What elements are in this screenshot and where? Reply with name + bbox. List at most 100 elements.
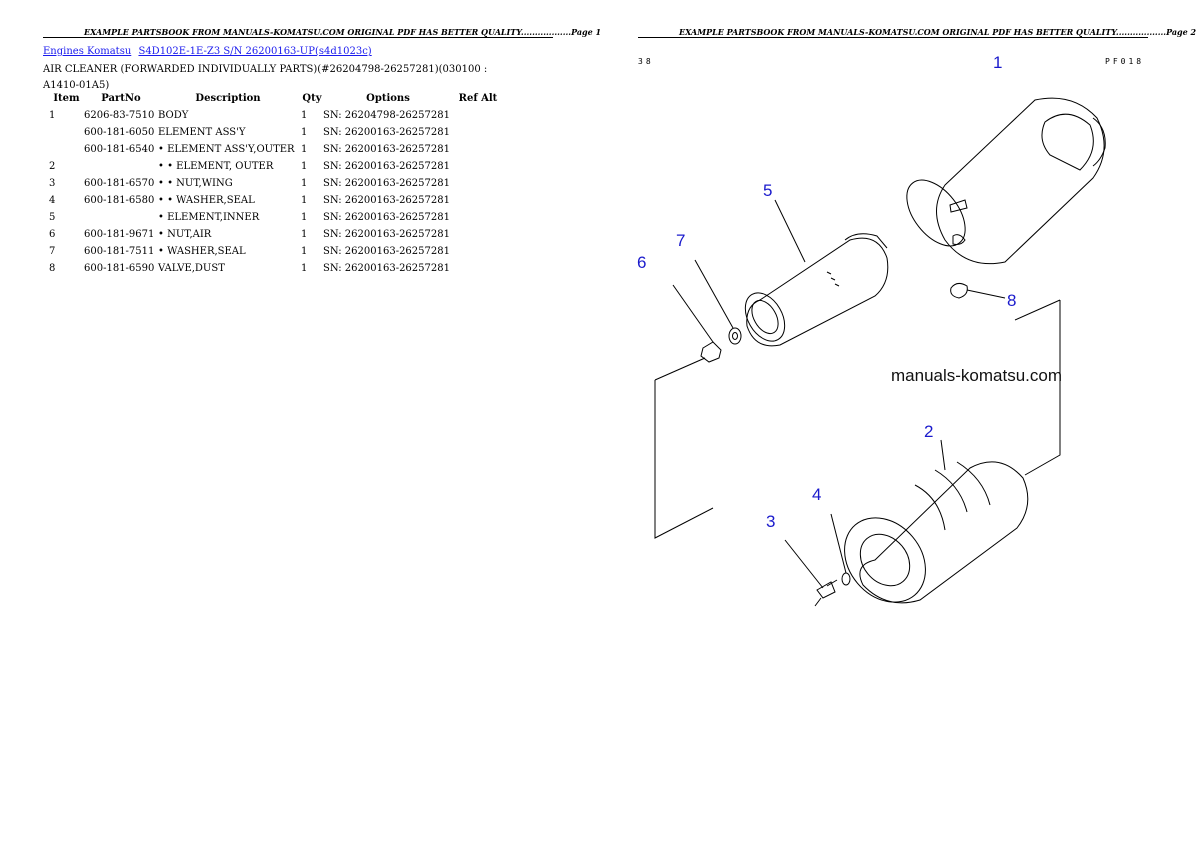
cell-item: 5 [49, 212, 56, 223]
cell-options: SN: 26200163-26257281 [323, 212, 450, 223]
cell-item: 6 [49, 229, 56, 240]
cell-ref-alt [453, 141, 503, 158]
cell-item: 2 [49, 161, 56, 172]
cell-item: 4 [49, 195, 56, 206]
cell-description: VALVE,DUST [158, 263, 225, 274]
cell-part-number [84, 209, 158, 226]
cell-part-number: 600-181-7511 [84, 246, 155, 257]
air-nut-drawing [672, 284, 722, 363]
watermark-text: manuals-komatsu.com [891, 366, 1062, 385]
cell-part-number: 600-181-6050 [84, 127, 155, 138]
breadcrumb: Engines Komatsu S4D102E-1E-Z3 S/N 262001… [43, 46, 376, 57]
table-row: 5 • ELEMENT,INNER 1 SN: 26200163-26257281 [43, 209, 503, 226]
callout-8: 8 [1007, 291, 1016, 310]
washer-seal-drawing [694, 259, 742, 345]
table-row: 3 600-181-6570• • NUT,WING 1 SN: 26200163-2… [43, 175, 503, 192]
cell-description: • ELEMENT,INNER [158, 212, 260, 223]
table-row: 2 • • ELEMENT, OUTER 1 SN: 26200163-2625728… [43, 158, 503, 175]
cell-description: • ELEMENT ASS'Y,OUTER [158, 144, 295, 155]
cell-quantity: 1 [301, 212, 308, 223]
cell-item [43, 124, 84, 141]
right-page: EXAMPLE PARTSBOOK FROM MANUALS-KOMATSU.C… [595, 0, 1196, 842]
wing-nut-drawing [784, 539, 838, 607]
leader-line [1024, 300, 1061, 476]
section-title: AIR CLEANER (FORWARDED INDIVIDUALLY PART… [43, 64, 488, 91]
sheet-number: 38 [638, 57, 654, 66]
page-banner: EXAMPLE PARTSBOOK FROM MANUALS-KOMATSU.C… [679, 27, 1196, 37]
callout-3: 3 [766, 512, 775, 531]
dust-valve-drawing [950, 282, 1006, 299]
cell-part-number: 600-181-9671 [84, 229, 155, 240]
cell-quantity: 1 [301, 161, 308, 172]
cell-description: BODY [158, 110, 189, 121]
exploded-parts-diagram: 1 2 3 4 5 6 7 8 manuals-komatsu.com [637, 53, 1106, 607]
cell-options: SN: 26200163-26257281 [323, 144, 450, 155]
cell-options: SN: 26200163-26257281 [323, 161, 450, 172]
cell-part-number: 600-181-6540 [84, 144, 155, 155]
cell-part-number: 600-181-6580 [84, 195, 155, 206]
column-header-description: Description [195, 93, 261, 104]
callout-5: 5 [763, 181, 772, 200]
figure-code: PF018 [1105, 57, 1145, 66]
cell-part-number: 6206-83-7510 [84, 110, 155, 121]
cell-options: SN: 26200163-26257281 [323, 246, 450, 257]
column-header-item: Item [53, 93, 80, 104]
leader-line [654, 380, 714, 539]
cell-options: SN: 26200163-26257281 [323, 178, 450, 189]
cell-part-number: 600-181-6590 [84, 263, 155, 274]
cell-description: • • ELEMENT, OUTER [158, 161, 274, 172]
cell-ref-alt [453, 124, 503, 141]
column-header-ref-alt: Ref Alt [458, 93, 498, 104]
callout-2: 2 [924, 422, 933, 441]
cell-item: 7 [49, 246, 56, 257]
cell-ref-alt [453, 192, 503, 209]
outer-element-drawing [844, 439, 1029, 604]
cell-quantity: 1 [301, 246, 308, 257]
inner-element-drawing [744, 199, 889, 347]
cell-ref-alt [453, 107, 503, 124]
cell-quantity: 1 [301, 178, 308, 189]
cell-quantity: 1 [301, 127, 308, 138]
banner-divider [638, 37, 1148, 38]
cell-description: • WASHER,SEAL [158, 246, 246, 257]
page-banner: EXAMPLE PARTSBOOK FROM MANUALS-KOMATSU.C… [84, 27, 602, 37]
leader-line [1014, 299, 1061, 321]
banner-divider [43, 37, 553, 38]
cell-options: SN: 26200163-26257281 [323, 229, 450, 240]
cell-description: ELEMENT ASS'Y [158, 127, 246, 138]
cell-description: • NUT,AIR [158, 229, 212, 240]
cell-quantity: 1 [301, 144, 308, 155]
cell-item: 3 [49, 178, 56, 189]
callout-4: 4 [812, 485, 821, 504]
cell-part-number: 600-181-6570 [84, 178, 155, 189]
breadcrumb-link-engines[interactable]: Engines Komatsu [43, 46, 132, 57]
callout-1: 1 [993, 53, 1002, 72]
left-page: EXAMPLE PARTSBOOK FROM MANUALS-KOMATSU.C… [0, 0, 601, 842]
leader-line [654, 357, 706, 381]
column-header-part-number: PartNo [101, 93, 141, 104]
cell-description: • • WASHER,SEAL [158, 195, 255, 206]
cell-quantity: 1 [301, 195, 308, 206]
cell-ref-alt [453, 158, 503, 175]
cell-part-number [84, 158, 158, 175]
cell-ref-alt [453, 260, 503, 277]
cell-item: 1 [49, 110, 56, 121]
cell-description: • • NUT,WING [158, 178, 233, 189]
breadcrumb-link-model[interactable]: S4D102E-1E-Z3 S/N 26200163-UP(s4d1023c) [138, 46, 372, 57]
column-header-quantity: Qty [302, 93, 322, 104]
cell-options: SN: 26200163-26257281 [323, 127, 450, 138]
table-row: 600-181-6540• ELEMENT ASS'Y,OUTER 1 SN: 26… [43, 141, 503, 158]
cell-options: SN: 26200163-26257281 [323, 263, 450, 274]
cell-options: SN: 26204798-26257281 [323, 110, 450, 121]
cell-quantity: 1 [301, 110, 308, 121]
cell-ref-alt [453, 226, 503, 243]
seal-washer-drawing [830, 513, 851, 586]
body-housing-drawing [906, 97, 1106, 265]
